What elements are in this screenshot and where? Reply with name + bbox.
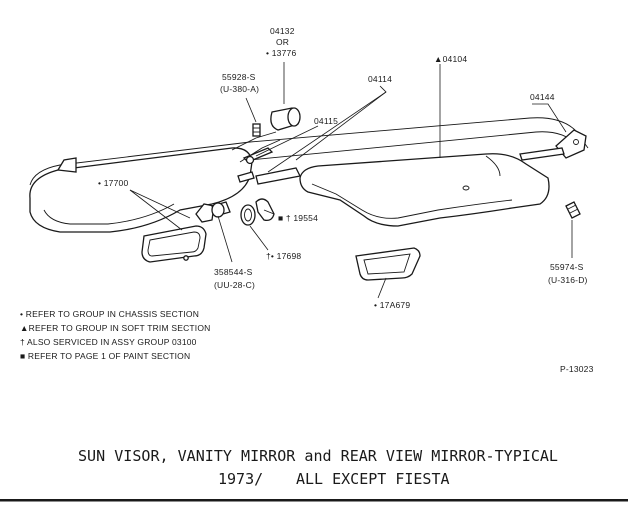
header-molding [29,117,589,186]
leader-lines [129,62,573,299]
label-04144: 04144 [530,92,555,102]
label-or: OR [276,37,289,47]
caption: SUN VISOR, VANITY MIRROR and REAR VIEW M… [78,447,558,488]
part-labels: 04132 OR • 13776 55928-S (U-380-A) 04114… [98,26,588,310]
drawing [29,107,589,281]
caption-line2: ALL EXCEPT FIESTA [296,470,450,488]
label-55928-code: (U-380-A) [220,84,259,94]
label-17a679: • 17A679 [374,300,410,310]
label-358544-code: (UU-28-C) [214,280,255,290]
legend-item-paint: ■ REFER TO PAGE 1 OF PAINT SECTION [20,351,190,361]
bottom-rule [0,499,628,502]
figure-number: P-13023 [560,364,594,374]
visor-clip-left [56,157,77,173]
visor-rod [255,167,301,185]
label-19554: ■ † 19554 [278,213,318,223]
label-13776: • 13776 [266,48,296,58]
label-04104: ▲04104 [434,54,467,64]
label-55928: 55928-S [222,72,256,82]
legend: • REFER TO GROUP IN CHASSIS SECTION ▲REF… [20,309,211,361]
label-17700: • 17700 [98,178,128,188]
bracket-04132 [270,107,301,131]
screw-55928 [252,123,261,137]
screw-55974 [565,201,581,219]
legend-item-assy-group: † ALSO SERVICED IN ASSY GROUP 03100 [20,337,197,347]
label-55974-code: (U-316-D) [548,275,588,285]
bracket-17698 [240,204,256,226]
right-sun-visor [299,153,550,227]
vanity-mirror [355,247,421,281]
visor-support-04144 [519,129,587,161]
visor-pivot-arm [231,131,277,151]
label-04132: 04132 [270,26,295,36]
caption-year: 1973/ [218,470,263,488]
label-17698: †• 17698 [266,251,301,261]
rear-view-mirror [141,225,207,263]
label-04115: 04115 [314,116,338,126]
legend-item-soft-trim: ▲REFER TO GROUP IN SOFT TRIM SECTION [20,323,211,333]
pad-19554 [255,198,275,222]
label-55974: 55974-S [550,262,584,272]
caption-line1: SUN VISOR, VANITY MIRROR and REAR VIEW M… [78,447,558,465]
label-358544: 358544-S [214,267,253,277]
label-04114: 04114 [368,74,392,84]
legend-item-chassis: • REFER TO GROUP IN CHASSIS SECTION [20,309,199,319]
